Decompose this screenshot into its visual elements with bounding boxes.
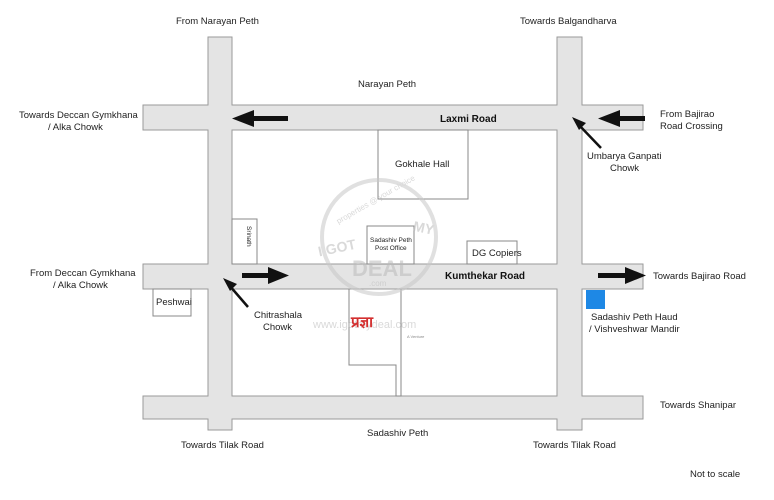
from-narayan-peth-label: From Narayan Peth: [176, 16, 259, 27]
watermark-my: MY: [412, 218, 437, 238]
post-office-label-1: Sadashiv Peth: [370, 237, 412, 244]
project-logo: प्रज्ञा: [350, 313, 374, 331]
srinath-box: [231, 218, 258, 265]
bajirao-crossing-left-arrow: [598, 110, 645, 127]
umbarya-pointer-arrow: [572, 117, 602, 149]
chitrashala-label-2: Chowk: [263, 322, 292, 333]
sadashiv-peth-label: Sadashiv Peth: [367, 428, 428, 439]
dg-copiers-box: [466, 240, 518, 265]
towards-deccan-label-2: / Alka Chowk: [48, 122, 103, 133]
umbarya-label-2: Chowk: [610, 163, 639, 174]
laxmi-road-label: Laxmi Road: [440, 114, 497, 125]
narayan-peth-label: Narayan Peth: [358, 79, 416, 90]
kumthekar-right-arrow-left: [242, 267, 289, 284]
haud-label-2: / Vishveshwar Mandir: [589, 324, 680, 335]
gokhale-hall-box: [377, 129, 469, 200]
not-to-scale-label: Not to scale: [690, 469, 740, 480]
towards-bajirao-label: Towards Bajirao Road: [653, 271, 746, 282]
towards-tilak-left-label: Towards Tilak Road: [181, 440, 264, 451]
chitrashala-pointer-arrow: [223, 278, 249, 308]
watermark-url: www.igotmydeal.com: [312, 319, 416, 331]
post-office-box: [366, 225, 415, 265]
watermark-circle: [320, 178, 438, 296]
srinath-label: Srinath: [245, 226, 252, 247]
haud-landmark-square: [586, 290, 605, 309]
chitrashala-label-1: Chitrashala: [254, 310, 303, 321]
from-bajirao-label-1: From Bajirao: [660, 109, 714, 120]
project-plot: [348, 289, 402, 397]
watermark-com: .com: [369, 279, 387, 288]
project-logo-sub: A Venture: [407, 334, 425, 339]
dg-copiers-label: DG Copiers: [472, 248, 522, 259]
from-deccan-label-2: / Alka Chowk: [53, 280, 108, 291]
laxmi-road-left-arrow: [232, 110, 288, 127]
towards-shanipar-label: Towards Shanipar: [660, 400, 736, 411]
kumthekar-road-label: Kumthekar Road: [445, 271, 525, 282]
kumthekar-right-arrow-right: [598, 267, 646, 284]
post-office-label-2: Post Office: [375, 245, 407, 252]
haud-label-1: Sadashiv Peth Haud: [591, 312, 678, 323]
watermark-deal: DEAL: [352, 256, 412, 281]
buildings: [152, 129, 518, 397]
peshwai-label: Peshwai: [156, 297, 192, 308]
towards-balgandharva-label: Towards Balgandharva: [520, 16, 617, 27]
towards-tilak-right-label: Towards Tilak Road: [533, 440, 616, 451]
umbarya-label-1: Umbarya Ganpati: [587, 151, 661, 162]
peshwai-box: [152, 288, 192, 317]
watermark-i-got: I GOT: [317, 236, 358, 260]
direction-arrows: [223, 110, 646, 308]
towards-deccan-label-1: Towards Deccan Gymkhana: [19, 110, 139, 121]
from-deccan-label-1: From Deccan Gymkhana: [30, 268, 136, 279]
from-bajirao-label-2: Road Crossing: [660, 121, 723, 132]
gokhale-hall-label: Gokhale Hall: [395, 159, 449, 170]
